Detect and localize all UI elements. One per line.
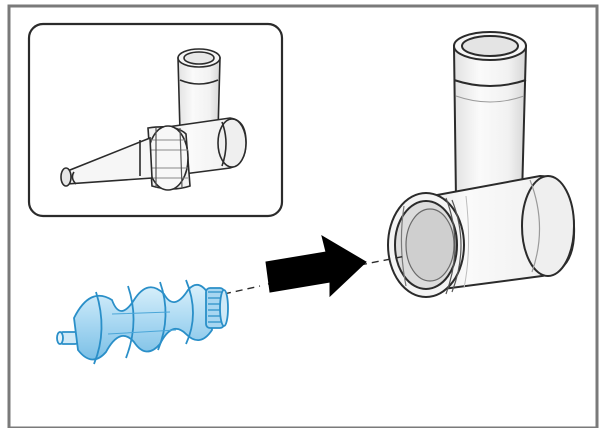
meat-grinder-housing: [408, 31, 576, 294]
inset-panel: [27, 22, 284, 218]
worm-shaft: [56, 279, 229, 365]
inset-cone: [60, 136, 153, 187]
figure-border: [7, 4, 599, 428]
inset-ring: [147, 125, 191, 191]
insert-direction-arrow: [265, 234, 367, 298]
housing-threaded-opening: [387, 192, 465, 298]
